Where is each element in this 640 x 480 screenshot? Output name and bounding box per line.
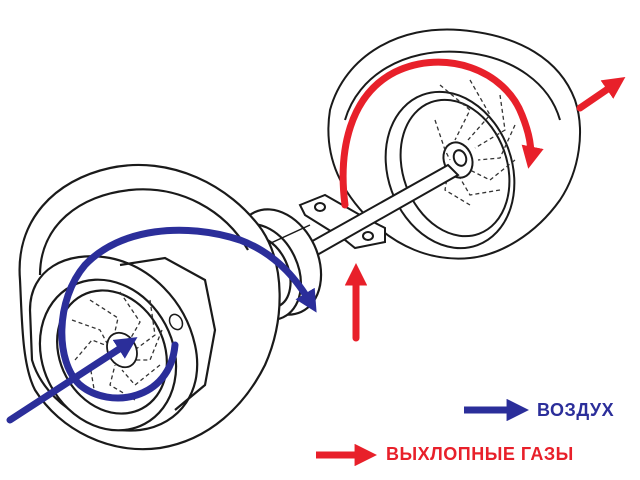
exhaust-outlet-arrow [576, 76, 626, 112]
compressor-volute-inner [38, 188, 249, 276]
air-inlet-arrow [6, 337, 138, 424]
exhaust-flow-arrows [339, 58, 626, 342]
exhaust-swirl-arrow [339, 58, 544, 209]
air-swirl-arrow [58, 226, 317, 402]
compressor-backplate [119, 256, 217, 411]
legend [316, 398, 529, 467]
turbine-scroll-inner [344, 50, 561, 121]
air-flow-arrows [6, 226, 317, 424]
compressor-housing [18, 163, 281, 451]
compressor-hub-nut [168, 313, 184, 331]
legend-air-label: ВОЗДУХ [537, 400, 615, 420]
turbine-hub-core [452, 149, 468, 167]
turbine-wheel-blades [434, 79, 516, 206]
legend-exhaust-label: ВЫХЛОПНЫЕ ГАЗЫ [386, 444, 574, 464]
